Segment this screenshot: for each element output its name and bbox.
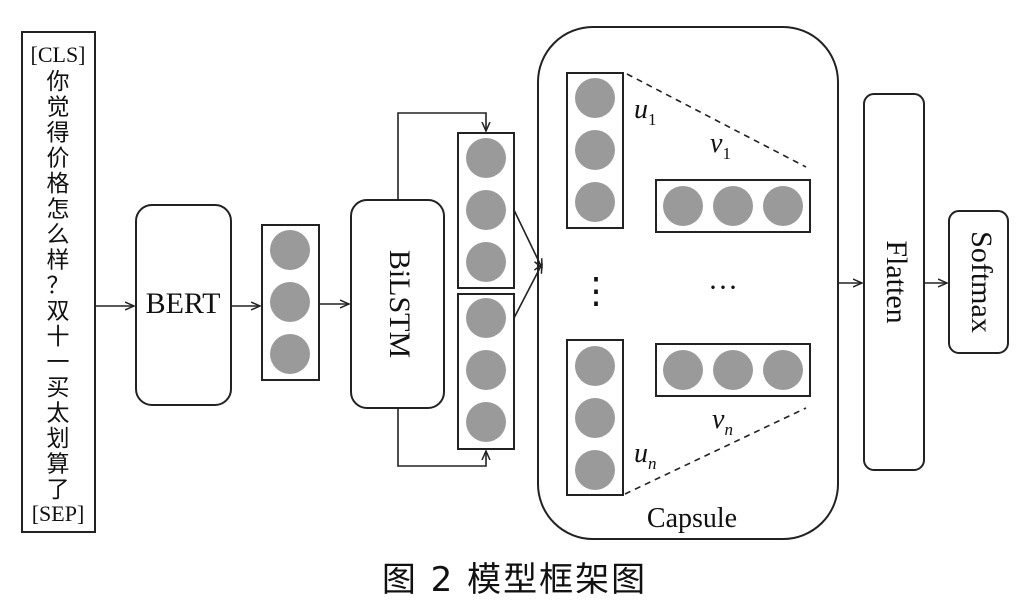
un-label: un [634, 438, 657, 473]
bilstm-backward-node [466, 402, 506, 442]
capsule-v1-node [713, 186, 753, 226]
capsule-u1-node [575, 130, 615, 170]
un-to-vn-dashed-line [624, 407, 807, 495]
u1-to-v1-dashed-line [626, 73, 807, 168]
input-token: 怎 [47, 197, 70, 223]
input-token: 价 [47, 146, 70, 172]
forward-to-capsule-arrow [513, 209, 542, 268]
bilstm-backward-arrow [397, 408, 486, 467]
input-token: 十 [47, 324, 70, 350]
figure-caption: 图 2 模型框架图 [381, 560, 648, 600]
capsule-un-node [575, 450, 615, 490]
bilstm-label: BiLSTM [383, 250, 416, 358]
input-token: 了 [47, 477, 70, 503]
input-token: 么 [47, 222, 70, 248]
input-sentence-box [21, 31, 96, 533]
capsule-v1-node [763, 186, 803, 226]
bert-output-node [270, 282, 310, 322]
flatten-block [863, 93, 925, 471]
input-token: 样 [47, 248, 70, 274]
backward-to-capsule-arrow [513, 264, 542, 319]
softmax-block [948, 210, 1009, 354]
input-token: [CLS] [31, 42, 86, 67]
input-token: 划 [47, 426, 70, 452]
horizontal-ellipsis: ··· [708, 271, 738, 304]
input-token: 得 [47, 120, 70, 146]
flatten-label: Flatten [880, 240, 913, 323]
bert-label: BERT [146, 287, 221, 320]
input-token: 一 [47, 350, 70, 376]
softmax-label: Softmax [965, 231, 998, 333]
input-token: 算 [47, 452, 70, 478]
bilstm-forward-node [466, 138, 506, 178]
input-token: 太 [47, 401, 70, 427]
input-token: 双 [47, 299, 70, 325]
input-token: 你 [47, 69, 70, 95]
capsule-v1-node [663, 186, 703, 226]
bilstm-forward-node [466, 190, 506, 230]
bilstm-backward-node [466, 350, 506, 390]
input-token: 买 [47, 375, 70, 401]
bert-block [135, 204, 232, 406]
bilstm-forward-node [466, 242, 506, 282]
input-token: [SEP] [32, 501, 85, 526]
v1-label: v1 [710, 128, 731, 163]
capsule-vn-node [713, 350, 753, 390]
capsule-vn-node [763, 350, 803, 390]
capsule-u1-node [575, 182, 615, 222]
bert-output-node [270, 230, 310, 270]
capsule-label: Capsule [647, 503, 737, 534]
input-token: ？ [47, 273, 70, 299]
vn-label: vn [712, 404, 733, 439]
bilstm-forward-arrow [397, 112, 486, 200]
capsule-un-node [575, 398, 615, 438]
bilstm-backward-node [466, 298, 506, 338]
capsule-un-node [575, 346, 615, 386]
input-token: 觉 [47, 95, 70, 121]
capsule-u1-node [575, 78, 615, 118]
u1-label: u1 [634, 94, 657, 129]
vertical-ellipsis: ⋮ [578, 270, 614, 310]
capsule-vn-node [663, 350, 703, 390]
bert-output-node [270, 334, 310, 374]
input-token: 格 [47, 171, 70, 197]
